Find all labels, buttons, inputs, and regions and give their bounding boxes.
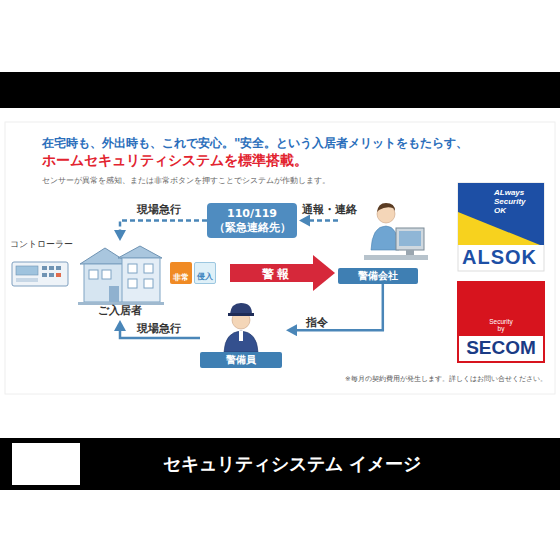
report-arrow (310, 219, 338, 222)
top-band (0, 72, 560, 108)
sensor-label: 侵入 (197, 271, 213, 283)
resident-house: ご入居者 (75, 243, 165, 318)
secom-logo (458, 282, 544, 362)
logo-slogan: Security by (458, 318, 544, 332)
controller-box: コントローラー (8, 238, 78, 288)
dispatch-arrow (120, 221, 207, 231)
sensor-label: 非常 (173, 272, 189, 284)
house-symbol (78, 246, 164, 305)
logo-name: SECOM (458, 337, 544, 359)
alarm-arrow (230, 264, 313, 282)
secom-logo: Security by SECOM (458, 282, 544, 362)
heading-line: ホームセキュリティシステムを標準搭載。 (42, 152, 308, 170)
edge-label: 現場急行 (137, 203, 181, 217)
heading-line: 在宅時も、外出時も、これで安心。"安全。という入居者メリットをもたらす、 (42, 135, 468, 152)
logo-name: ALSOK (462, 246, 537, 269)
band-label: 警備会社 (338, 268, 418, 284)
guard-band: 警備員 (200, 298, 282, 368)
guard-symbol (224, 303, 258, 352)
controller-label: コントローラー (10, 238, 73, 251)
panic-sensor: 非常 (170, 262, 192, 284)
alsok-logo: ALways Security OK ALSOK (458, 183, 544, 271)
edge-label: 指令 (306, 316, 328, 330)
band-label: 警備員 (200, 352, 282, 368)
edge-label: 警報 (262, 266, 292, 283)
command-arrow (297, 284, 383, 330)
house-label: ご入居者 (75, 303, 165, 318)
blank-box (12, 443, 80, 485)
contact-box: 110/119 （緊急連絡先） (207, 203, 297, 238)
band-caption: セキュリティシステム イメージ (163, 438, 421, 490)
intrusion-sensor: 侵入 (194, 262, 216, 284)
alsok-logo (458, 183, 544, 271)
footnote: ※毎月の契約費用が発生します。詳しくはお問い合せください。 (345, 375, 547, 384)
bottom-band (0, 438, 560, 490)
edge-label: 現場急行 (137, 322, 181, 336)
caption-band: セキュリティシステム イメージ (0, 438, 560, 490)
operator-symbol (364, 203, 428, 260)
controller-symbol (12, 262, 68, 286)
box-label: 110/119 （緊急連絡先） (207, 207, 297, 235)
logo-slogan: ALways Security OK (494, 188, 538, 215)
description-note: センサーが異常を感知、または非常ボタンを押すことでシステムが作動します。 (42, 175, 330, 186)
figure-frame (5, 122, 555, 394)
edge-label: 通報・連絡 (302, 203, 357, 217)
